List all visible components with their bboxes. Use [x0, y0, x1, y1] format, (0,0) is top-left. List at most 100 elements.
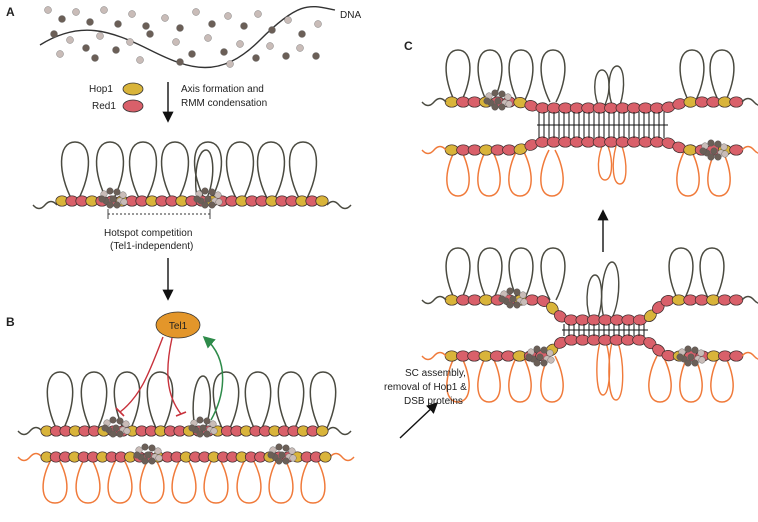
tel1-oval	[155, 311, 201, 339]
process-arrows	[107, 82, 609, 439]
dsb-protein	[208, 188, 216, 196]
dsb-protein	[282, 444, 290, 452]
chromatin-tail	[17, 452, 43, 462]
dsb-protein-dot	[96, 32, 104, 40]
chromatin-tail	[741, 97, 758, 106]
chromatin-loop	[477, 49, 503, 103]
dsb-protein-dot	[224, 12, 232, 20]
dsb-protein-dot	[240, 22, 248, 30]
dsb-protein	[505, 100, 513, 108]
dsb-protein	[691, 359, 699, 367]
dsb-protein-dot	[128, 10, 136, 18]
dsb-protein	[141, 457, 149, 465]
dsb-cluster	[699, 139, 729, 161]
chromatin-loop-homolog	[75, 457, 101, 504]
dsb-protein	[536, 353, 544, 361]
dsb-protein	[513, 301, 521, 309]
dsb-protein	[282, 457, 290, 465]
chromatin-loop	[160, 141, 190, 201]
chromatin-loop	[46, 371, 74, 431]
chromatin-loop	[212, 371, 240, 431]
dsb-protein	[533, 359, 541, 367]
chromosome-axes	[17, 96, 758, 463]
dsb-protein	[288, 447, 296, 455]
dsb-protein	[119, 191, 127, 199]
dsb-protein	[122, 420, 130, 428]
dsb-protein	[684, 345, 692, 353]
dsb-cluster	[498, 287, 528, 309]
dsb-protein	[199, 424, 207, 432]
chromatin-tail	[326, 426, 352, 436]
dsb-protein-dot	[114, 20, 122, 28]
dsb-protein-dot	[44, 6, 52, 14]
dsb-protein	[144, 451, 152, 459]
tel1-inhibition-line	[119, 336, 164, 413]
dsb-protein	[519, 291, 527, 299]
dsb-protein-dot	[254, 10, 262, 18]
chromatin-loop-homolog	[540, 355, 564, 403]
dsb-cluster	[525, 345, 555, 367]
chromatin-loop	[445, 49, 471, 103]
dsb-protein	[491, 89, 499, 97]
chromatin-loop-homolog	[42, 457, 68, 504]
dsb-protein-dot	[112, 46, 120, 54]
chromatin-loops	[42, 49, 735, 504]
dsb-protein	[707, 153, 715, 161]
chromatin-loop-small	[586, 274, 603, 319]
dsb-protein-dot	[56, 50, 64, 58]
chromatin-loop-small	[596, 341, 611, 396]
dsb-protein	[210, 427, 218, 435]
dsb-protein	[520, 298, 528, 306]
arrow-sc-assembly	[399, 402, 439, 439]
dsb-protein-dot	[204, 34, 212, 42]
dsb-protein	[506, 301, 514, 309]
dsb-protein	[196, 416, 204, 424]
chromatin-loop-small	[600, 261, 620, 319]
chromatin-loop-homolog	[508, 149, 532, 197]
inhibition-bar	[175, 411, 187, 417]
dsb-protein-dot	[192, 8, 200, 16]
dsb-protein	[721, 150, 729, 158]
dsb-protein	[289, 454, 297, 462]
chromatin-loop-homolog	[676, 149, 700, 197]
sc-assembly-label-line2: removal of Hop1 &	[384, 382, 467, 393]
dsb-cluster	[193, 187, 223, 209]
chromatin-loop-homolog	[540, 149, 564, 197]
dsb-cluster	[133, 443, 163, 465]
dsb-cluster	[101, 416, 131, 438]
chromatin-loop-homolog	[648, 355, 672, 403]
dsb-protein	[676, 353, 684, 361]
chromatin-loop	[540, 247, 566, 301]
chromatin-loop	[679, 49, 705, 103]
dsb-protein	[141, 443, 149, 451]
sc-axis-bottom-red1-bead	[729, 350, 744, 362]
hotspot-label-line1: Hotspot competition	[104, 228, 192, 239]
chromatin-loop	[256, 141, 286, 201]
chromatin-tail	[741, 145, 758, 154]
chromatin-loop-small	[597, 145, 613, 181]
chromatin-loop-small	[608, 341, 624, 401]
chromatin-tail	[421, 97, 447, 107]
dsb-protein	[707, 139, 715, 147]
chromatin-loop-small	[608, 65, 625, 106]
dsb-protein-dot	[220, 48, 228, 56]
dsb-protein-dot	[100, 6, 108, 14]
dsb-protein	[483, 97, 491, 105]
dsb-protein-dot	[296, 44, 304, 52]
chromatin-loop	[288, 141, 318, 201]
hotspot-label-line2: (Tel1-independent)	[110, 241, 193, 252]
chromatin-loop-small	[612, 145, 627, 185]
hop1-legend-swatch	[122, 82, 144, 96]
chromatin-tail	[329, 452, 355, 462]
chromatin-loop	[699, 247, 725, 301]
dsb-protein	[494, 97, 502, 105]
dsb-protein	[525, 353, 533, 361]
dsb-protein	[116, 417, 124, 425]
chromatin-loop-homolog	[203, 457, 229, 504]
chromatin-loop-homolog	[679, 355, 703, 403]
dsb-protein	[504, 93, 512, 101]
dsb-protein-dot	[176, 24, 184, 32]
chromatin-loop	[113, 371, 141, 431]
dsb-protein-dot	[284, 16, 292, 24]
synaptonemal-complex	[537, 112, 668, 336]
